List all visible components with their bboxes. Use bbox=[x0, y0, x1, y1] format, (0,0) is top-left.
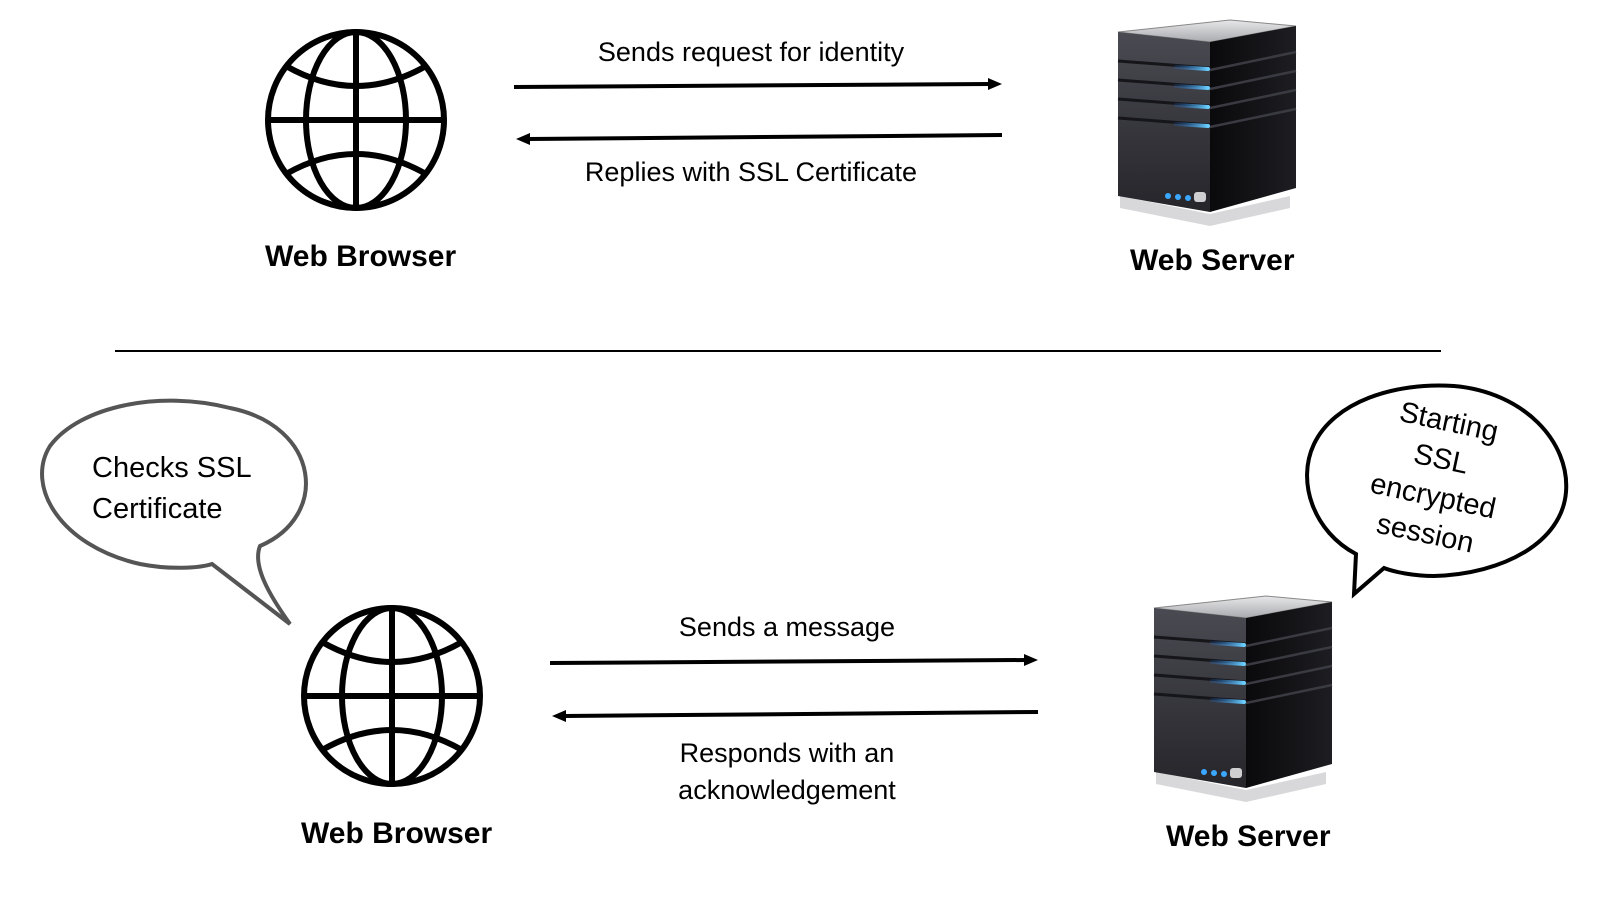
message-text: Sends a message bbox=[678, 612, 896, 642]
request-message: Sends request for identity bbox=[597, 37, 905, 67]
reply-arrow bbox=[516, 133, 1003, 145]
server-icon bbox=[1153, 595, 1333, 802]
bubble-text-browser: Checks SSL Certificate bbox=[92, 448, 252, 530]
request-arrow bbox=[513, 78, 1002, 90]
ack-line: Responds with an bbox=[679, 738, 895, 768]
server-label: Web Server bbox=[1166, 820, 1331, 853]
message-arrow bbox=[549, 654, 1038, 666]
acknowledgement-arrow bbox=[552, 710, 1039, 722]
reply-message: Replies with SSL Certificate bbox=[584, 157, 918, 187]
acknowledgement-text: Responds with an acknowledgement bbox=[550, 735, 1024, 809]
browser-label: Web Browser bbox=[265, 240, 457, 273]
globe-icon bbox=[265, 29, 447, 211]
server-label: Web Server bbox=[1130, 244, 1295, 277]
browser-label: Web Browser bbox=[301, 817, 493, 850]
globe-icon bbox=[301, 605, 483, 787]
speech-bubble-server bbox=[1305, 383, 1569, 599]
bubble-line: Checks SSL bbox=[92, 452, 252, 484]
speech-bubble-browser bbox=[40, 398, 308, 626]
server-icon bbox=[1117, 19, 1297, 226]
bubble-line: Certificate bbox=[92, 493, 223, 525]
ack-line: acknowledgement bbox=[678, 775, 896, 805]
divider bbox=[115, 350, 1441, 352]
